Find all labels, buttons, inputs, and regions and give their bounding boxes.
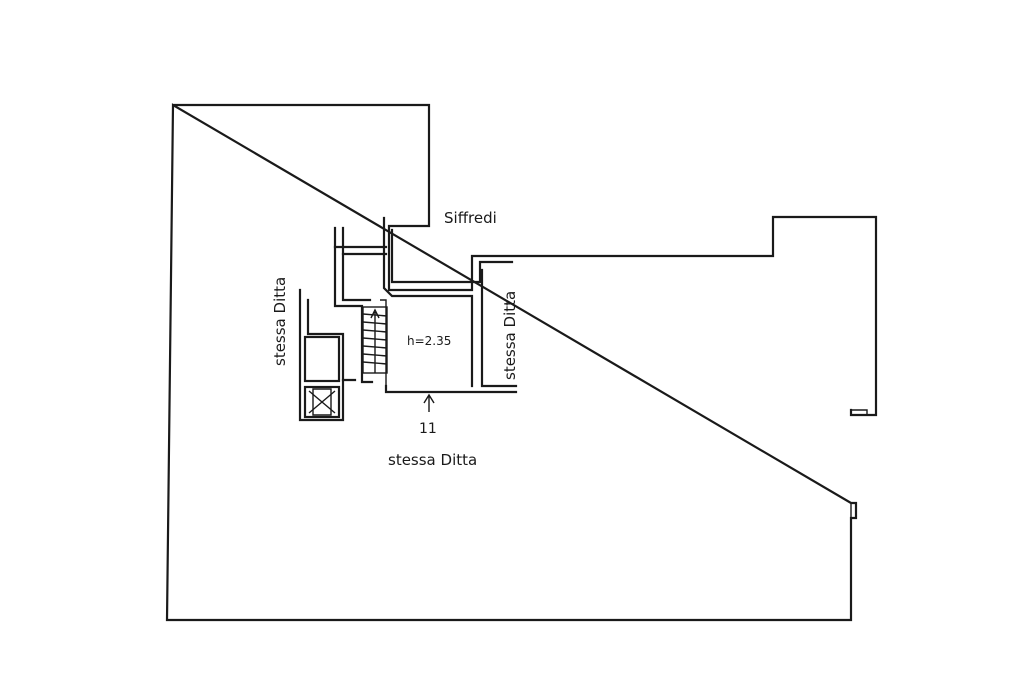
inner-wall-right [480, 268, 518, 388]
outer-perimeter-wall [165, 103, 878, 622]
inner-wall-left [333, 226, 374, 384]
staircase [362, 306, 388, 374]
inner-corridor-top [333, 245, 388, 256]
inner-wall-vertical [382, 216, 474, 388]
right-opening-mark-upper [851, 409, 868, 415]
entrance-threshold [384, 384, 518, 394]
elevator-shaft [298, 288, 357, 422]
neighbor-label-right: stessa Ditta [501, 291, 519, 380]
inner-unit [333, 216, 518, 394]
entrance-arrow [423, 393, 435, 412]
inner-wall-upper-right [390, 228, 514, 284]
inner-wall-entrance-left [380, 299, 387, 386]
room-height-label: h=2.35 [407, 334, 451, 348]
neighbor-label-top: Siffredi [444, 209, 497, 227]
entrance-number: 11 [419, 421, 437, 437]
neighbor-label-left: stessa Ditta [271, 277, 289, 366]
neighbor-label-bottom: stessa Ditta [388, 451, 477, 469]
inner-wall-left-inner [341, 226, 372, 302]
